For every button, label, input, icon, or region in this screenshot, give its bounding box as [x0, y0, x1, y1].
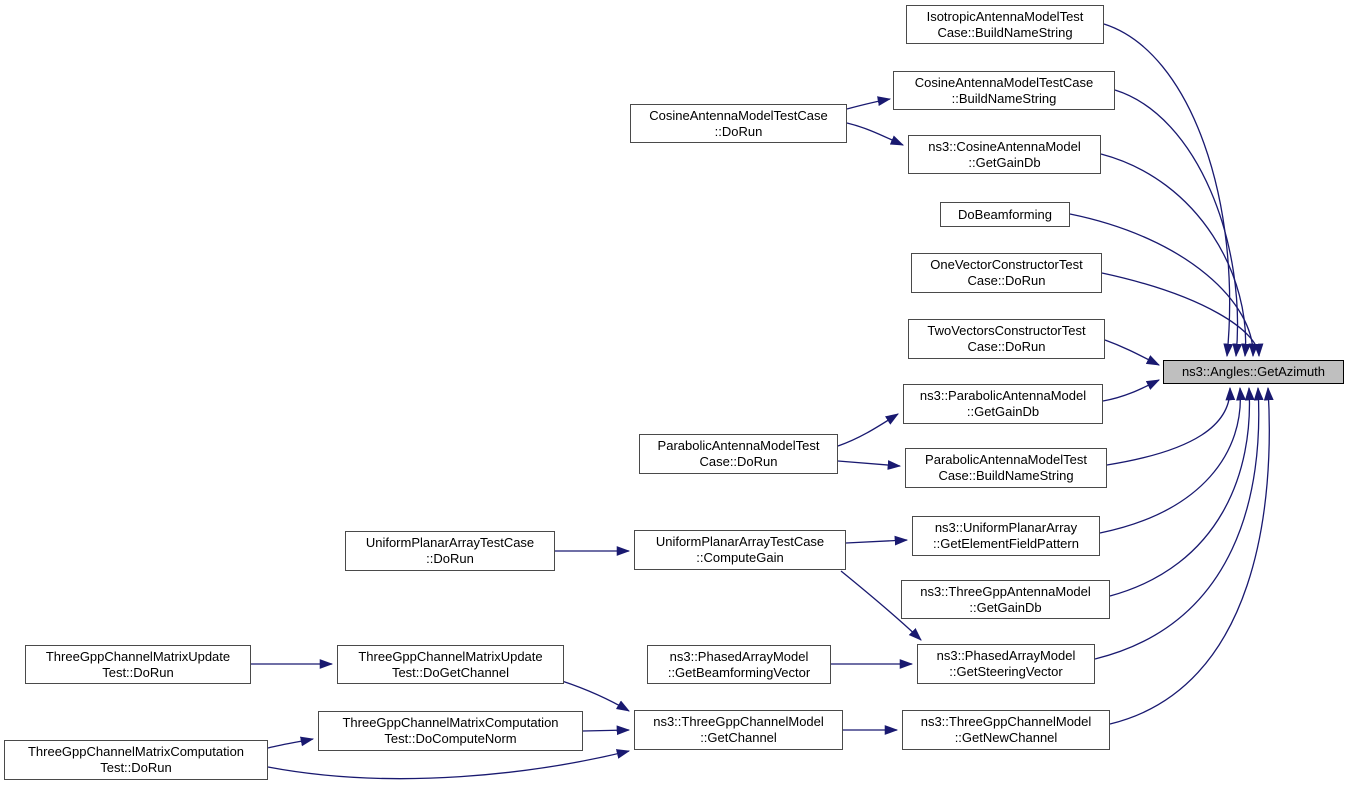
- node-label-line: ns3::ThreeGppChannelModel: [653, 714, 824, 729]
- node-label-line: ParabolicAntennaModelTest: [925, 452, 1087, 467]
- node-label-line: ns3::ThreeGppAntennaModel: [920, 583, 1091, 599]
- node-matrixcomputation-dorun[interactable]: ThreeGppChannelMatrixComputation Test::D…: [4, 740, 268, 780]
- node-label-line: ns3::ParabolicAntennaModel: [919, 388, 1087, 403]
- node-label-line: Case::DoRun: [967, 339, 1046, 354]
- edge-dobeamforming-to-angles-getazimuth: [1069, 213, 1259, 358]
- edge-phasedarray-getsteeringvector-to-angles-getazimuth: [1094, 386, 1264, 660]
- node-label-line: Test::DoRun: [100, 760, 172, 775]
- node-label-line: ::GetGainDb: [968, 154, 1041, 170]
- node-label-line: Case::BuildNameString: [937, 24, 1073, 40]
- node-label-line: Case::BuildNameString: [938, 468, 1074, 483]
- node-label-line: ::GetGainDb: [969, 599, 1042, 615]
- node-label-line: ::ComputeGain: [696, 550, 784, 565]
- node-upa-dorun[interactable]: UniformPlanarArrayTestCase ::DoRun: [345, 531, 555, 571]
- node-threegppchannel-getnewchannel[interactable]: ns3::ThreeGppChannelModel ::GetNewChanne…: [902, 710, 1110, 750]
- edge-onevector-dorun-to-angles-getazimuth: [1101, 272, 1264, 358]
- node-label-line: UniformPlanarArrayTestCase: [365, 535, 535, 550]
- node-label-line: TwoVectorsConstructorTest: [927, 323, 1086, 338]
- node-cosine-buildnamestring[interactable]: CosineAntennaModelTestCase ::BuildNameSt…: [893, 71, 1115, 110]
- node-label-line: UniformPlanarArrayTestCase: [655, 534, 825, 549]
- node-dobeamforming[interactable]: DoBeamforming: [940, 202, 1070, 227]
- edge-cosine-getgaindb-to-angles-getazimuth: [1100, 153, 1251, 358]
- node-label-line: ::GetChannel: [700, 730, 777, 745]
- node-label-line: ns3::PhasedArrayModel: [669, 648, 809, 664]
- edge-parabolic-dorun-to-parabolic-getgaindb: [837, 413, 899, 447]
- node-twovectors-dorun[interactable]: TwoVectorsConstructorTest Case::DoRun: [908, 319, 1105, 359]
- edge-cosine-dorun-to-cosine-buildnamestring: [846, 96, 892, 110]
- edge-cosine-dorun-to-cosine-getgaindb: [846, 122, 904, 146]
- node-label-line: CosineAntennaModelTestCase: [649, 107, 828, 123]
- node-label-line: Test::DoRun: [102, 664, 174, 680]
- edge-parabolic-buildnamestring-to-angles-getazimuth: [1106, 386, 1236, 466]
- node-label-line: ns3::ThreeGppChannelModel: [920, 714, 1092, 729]
- node-phasedarray-getsteeringvector[interactable]: ns3::PhasedArrayModel ::GetSteeringVecto…: [917, 644, 1095, 684]
- node-label-line: CosineAntennaModelTestCase: [914, 74, 1094, 90]
- node-onevector-dorun[interactable]: OneVectorConstructorTest Case::DoRun: [911, 253, 1102, 293]
- node-label-line: ::GetNewChannel: [954, 730, 1058, 745]
- node-label-line: IsotropicAntennaModelTest: [926, 8, 1084, 24]
- node-label-line: Case::DoRun: [699, 454, 778, 469]
- node-label-line: ::GetElementFieldPattern: [933, 536, 1079, 551]
- node-label-line: OneVectorConstructorTest: [930, 257, 1083, 272]
- edge-parabolic-dorun-to-parabolic-buildnamestring: [837, 460, 902, 470]
- node-label-line: ::GetSteeringVector: [949, 664, 1063, 679]
- edge-matrixupdate-dogetchannel-to-threegppchannel-getchannel: [561, 680, 630, 712]
- node-label-line: ::GetBeamformingVector: [667, 664, 811, 680]
- node-label-line: ns3::UniformPlanarArray: [934, 520, 1078, 535]
- node-label-line: ::GetGainDb: [966, 404, 1040, 419]
- node-isotropic-buildnamestring[interactable]: IsotropicAntennaModelTest Case::BuildNam…: [906, 5, 1104, 44]
- node-matrixcomputation-docomputenorm[interactable]: ThreeGppChannelMatrixComputation Test::D…: [318, 711, 583, 751]
- node-label-line: ThreeGppChannelMatrixComputation: [27, 744, 245, 759]
- edge-twovectors-dorun-to-angles-getazimuth: [1104, 339, 1160, 366]
- node-threegppchannel-getchannel[interactable]: ns3::ThreeGppChannelModel ::GetChannel: [634, 710, 843, 750]
- node-label-line: ::BuildNameString: [951, 90, 1057, 106]
- node-label-line: ParabolicAntennaModelTest: [657, 438, 820, 453]
- node-cosine-getgaindb[interactable]: ns3::CosineAntennaModel ::GetGainDb: [908, 135, 1101, 174]
- edge-matrixcomputation-docomputenorm-to-threegppchannel-getchannel: [582, 725, 631, 736]
- node-label-line: ns3::PhasedArrayModel: [936, 648, 1076, 663]
- node-label-line: DoBeamforming: [958, 206, 1052, 222]
- node-label-line: Case::DoRun: [967, 273, 1046, 288]
- node-parabolic-getgaindb[interactable]: ns3::ParabolicAntennaModel ::GetGainDb: [903, 384, 1103, 424]
- node-label-line: ns3::CosineAntennaModel: [928, 138, 1081, 154]
- edge-upa-getelementfieldpattern-to-angles-getazimuth: [1099, 386, 1246, 534]
- edge-upa-computegain-to-upa-getelementfieldpattern: [845, 535, 909, 546]
- node-label-line: ThreeGppChannelMatrixUpdate: [45, 648, 231, 664]
- node-threegppantenna-getgaindb[interactable]: ns3::ThreeGppAntennaModel ::GetGainDb: [901, 580, 1110, 619]
- node-matrixupdate-dogetchannel[interactable]: ThreeGppChannelMatrixUpdate Test::DoGetC…: [337, 645, 564, 684]
- edge-isotropic-buildnamestring-to-angles-getazimuth: [1103, 23, 1234, 358]
- node-matrixupdate-dorun[interactable]: ThreeGppChannelMatrixUpdate Test::DoRun: [25, 645, 251, 684]
- node-parabolic-buildnamestring[interactable]: ParabolicAntennaModelTest Case::BuildNam…: [905, 448, 1107, 488]
- node-parabolic-dorun[interactable]: ParabolicAntennaModelTest Case::DoRun: [639, 434, 838, 474]
- node-cosine-dorun[interactable]: CosineAntennaModelTestCase ::DoRun: [630, 104, 847, 143]
- node-label-line: Test::DoComputeNorm: [384, 731, 517, 746]
- edge-parabolic-getgaindb-to-angles-getazimuth: [1102, 379, 1160, 402]
- node-label-line: ns3::Angles::GetAzimuth: [1181, 364, 1326, 379]
- node-upa-getelementfieldpattern[interactable]: ns3::UniformPlanarArray ::GetElementFiel…: [912, 516, 1100, 556]
- edge-upa-computegain-to-phasedarray-getsteeringvector: [840, 570, 922, 641]
- node-label-line: ThreeGppChannelMatrixUpdate: [358, 648, 543, 664]
- node-label-line: ::DoRun: [426, 551, 474, 566]
- node-phasedarray-getbeamformingvector[interactable]: ns3::PhasedArrayModel ::GetBeamformingVe…: [647, 645, 831, 684]
- node-label-line: Test::DoGetChannel: [391, 664, 510, 680]
- node-angles-getazimuth-central: ns3::Angles::GetAzimuth: [1163, 360, 1344, 384]
- node-upa-computegain[interactable]: UniformPlanarArrayTestCase ::ComputeGain: [634, 530, 846, 570]
- edge-cosine-buildnamestring-to-angles-getazimuth: [1114, 89, 1243, 358]
- node-label-line: ThreeGppChannelMatrixComputation: [342, 715, 559, 730]
- node-label-line: ::DoRun: [714, 123, 763, 139]
- edge-matrixcomputation-dorun-to-threegppchannel-getchannel: [267, 749, 631, 780]
- edge-threegppantenna-getgaindb-to-angles-getazimuth: [1109, 386, 1255, 597]
- edge-matrixcomputation-dorun-to-matrixcomputation-docomputenorm: [267, 736, 315, 749]
- edge-threegppchannel-getnewchannel-to-angles-getazimuth: [1109, 386, 1274, 725]
